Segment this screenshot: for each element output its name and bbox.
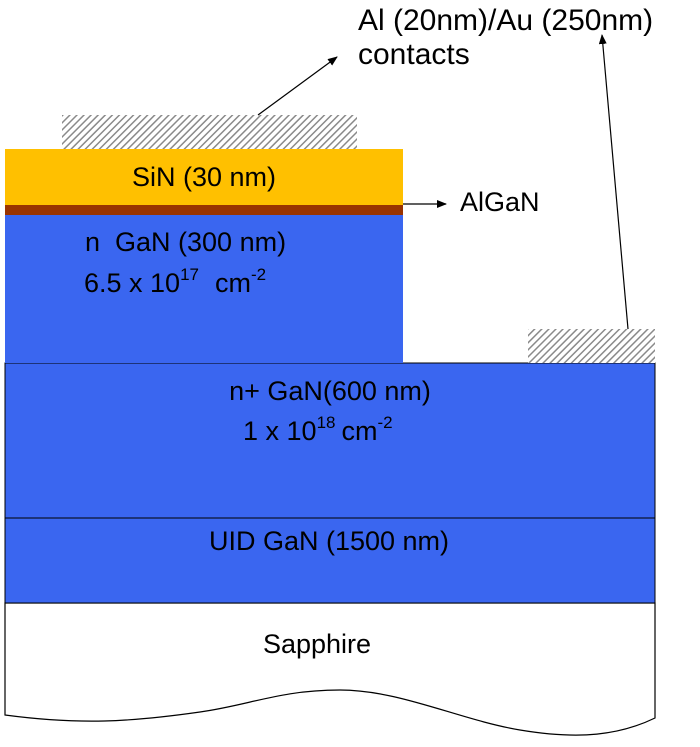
arrow-to-contacts-label-1 [257,56,338,116]
arrow-to-contacts-label-2 [598,34,629,330]
sin-label: SiN (30 nm) [132,162,276,192]
contacts-label-line2: contacts [358,38,470,71]
n-gan-doping-unit-exponent: -2 [251,265,266,284]
nplus-gan-label-line1: n+ GaN(600 nm) [229,376,431,406]
n-gan-label-line1: n GaN (300 nm) [85,227,286,257]
nplus-gan-doping-base: 1 x 10 [243,416,317,446]
n-gan-doping-unit: cm [215,268,251,298]
uid-gan-label: UID GaN (1500 nm) [209,526,449,556]
n-gan-doping-base: 6.5 x 10 [84,268,180,298]
uid-gan-layer [4,517,656,604]
sapphire-substrate [4,602,656,736]
nplus-gan-label-line2: 1 x 1018 cm-2 [243,413,393,446]
sapphire-label: Sapphire [263,629,371,659]
n-gan-layer [5,215,403,363]
contacts-label-line1: Al (20nm)/Au (250nm) [358,4,653,37]
n-gan-doping-exponent: 17 [180,265,199,284]
nplus-gan-doping-exponent: 18 [317,413,336,432]
nplus-gan-doping-unit: cm [341,416,377,446]
side-contact [528,329,655,363]
sin-layer [5,149,403,205]
nplus-gan-layer [4,362,656,519]
algan-layer [5,205,403,215]
n-gan-label-line2: 6.5 x 1017 cm-2 [84,265,266,298]
nplus-gan-doping-unit-exponent: -2 [377,413,392,432]
top-contact [62,115,357,149]
algan-label: AlGaN [460,187,540,217]
